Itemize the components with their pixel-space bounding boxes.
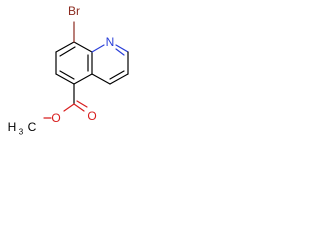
- methyl-label-subscript: 3: [19, 128, 24, 137]
- bond-c4-c4a: [91, 73, 111, 85]
- structure-diagram: Br N O O H 3 C: [8, 4, 129, 137]
- bond-n1-c2: [115, 44, 129, 53]
- bond-c8-c7: [55, 41, 75, 53]
- bond-c8-c8a: [73, 41, 93, 53]
- bond-carbonyl-double: [76, 100, 88, 108]
- bond-c6-c5: [55, 73, 75, 85]
- bond-n1-c2-double: [115, 48, 125, 56]
- bromine-label: Br: [68, 4, 80, 18]
- bond-c3-c4-double: [109, 70, 125, 80]
- methyl-label-c: C: [28, 120, 37, 134]
- carbonyl-oxygen-label: O: [87, 109, 96, 123]
- ester-oxygen-label: O: [51, 111, 60, 125]
- bond-c6-c5-double: [59, 70, 75, 80]
- bond-c3-c4: [109, 73, 129, 85]
- nitrogen-label: N: [106, 35, 115, 49]
- bond-c7-c7-double: [59, 46, 76, 57]
- bond-ester-oxygen: [63, 103, 75, 112]
- bond-c5-c4a: [73, 73, 93, 85]
- methyl-label-h: H: [8, 120, 17, 134]
- bond-c8a-n1: [91, 44, 105, 53]
- bond-carbonyl-single: [73, 103, 85, 112]
